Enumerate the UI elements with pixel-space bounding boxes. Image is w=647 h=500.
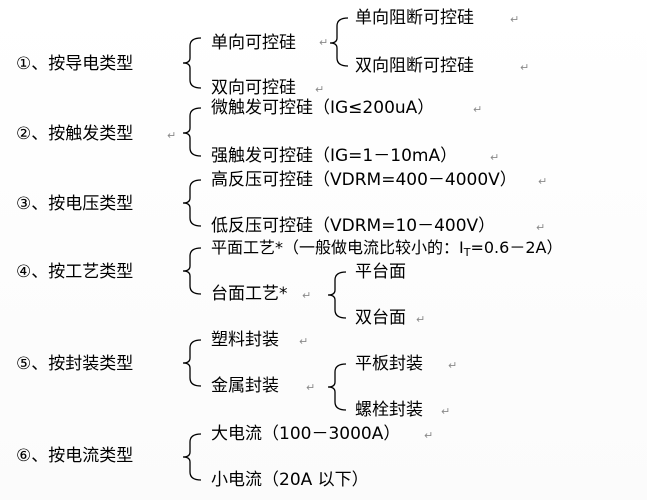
category-4-item-2-child-2: 双台面 [355, 308, 406, 328]
category-2-item-2: 强触发可控硅（IG=1－10mA） [211, 146, 458, 166]
category-3-item-1: 高反压可控硅（VDRM=400－4000V） [211, 170, 517, 190]
category-4-item-1: 平面工艺*（一般做电流比较小的：IT=0.6－2A） [211, 238, 562, 263]
paragraph-mark-icon: ↵ [416, 313, 426, 326]
paragraph-mark-icon: ↵ [448, 359, 458, 372]
paragraph-mark-icon: ↵ [167, 129, 177, 142]
category-2-label: ②、按触发类型 [16, 124, 134, 144]
category-4-item-1-suffix: =0.6－2A） [470, 238, 563, 257]
paragraph-mark-icon: ↵ [536, 221, 546, 234]
paragraph-mark-icon: ↵ [319, 36, 329, 49]
category-1-label: ①、按导电类型 [16, 54, 134, 74]
category-1-item-1-child-2: 双向阻断可控硅 [355, 56, 474, 76]
category-1-item-2: 双向可控硅 [211, 78, 296, 98]
category-5-item-2-child-2: 螺栓封装 [355, 400, 423, 420]
category-6-label: ⑥、按电流类型 [16, 446, 134, 466]
category-3-label: ③、按电压类型 [16, 194, 134, 214]
paragraph-mark-icon: ↵ [490, 151, 500, 164]
paragraph-mark-icon: ↵ [473, 103, 483, 116]
paragraph-mark-icon: ↵ [315, 83, 325, 96]
category-5-item-1: 塑料封装 [211, 330, 279, 350]
brace-category-3 [182, 179, 202, 227]
brace-sub-4 [327, 271, 347, 319]
category-3-item-2: 低反压可控硅（VDRM=10－400V） [211, 216, 496, 236]
category-4-item-2-child-1: 平台面 [355, 262, 406, 282]
brace-sub-1 [329, 17, 349, 67]
paragraph-mark-icon: ↵ [299, 335, 309, 348]
category-1-item-1: 单向可控硅 [211, 33, 296, 53]
category-1-item-1-child-1: 单向阻断可控硅 [355, 8, 474, 28]
category-2-item-1: 微触发可控硅（IG≤200uA） [211, 98, 435, 118]
category-4-item-2: 台面工艺* [211, 284, 288, 304]
paragraph-mark-icon: ↵ [306, 381, 316, 394]
paragraph-mark-icon: ↵ [424, 429, 434, 442]
paragraph-mark-icon: ↵ [538, 175, 548, 188]
brace-category-5 [182, 339, 202, 387]
brace-category-1 [182, 37, 202, 89]
paragraph-mark-icon: ↵ [510, 13, 520, 26]
brace-sub-5 [327, 363, 347, 411]
category-5-item-2-child-1: 平板封装 [355, 354, 423, 374]
category-6-item-2: 小电流（20A 以下） [211, 470, 369, 490]
brace-category-6 [182, 433, 202, 481]
paragraph-mark-icon: ↵ [520, 61, 530, 74]
paragraph-mark-icon: ↵ [302, 289, 312, 302]
paragraph-mark-icon: ↵ [441, 405, 451, 418]
category-6-item-1: 大电流（100－3000A） [211, 424, 401, 444]
category-5-item-2: 金属封装 [211, 376, 279, 396]
category-5-label: ⑤、按封装类型 [16, 354, 134, 374]
category-4-item-1-text: 平面工艺*（一般做电流比较小的：I [211, 238, 464, 257]
brace-category-4 [182, 247, 202, 295]
category-4-item-1-subscript: T [463, 246, 471, 259]
category-4-label: ④、按工艺类型 [16, 262, 134, 282]
brace-category-2 [182, 107, 202, 157]
